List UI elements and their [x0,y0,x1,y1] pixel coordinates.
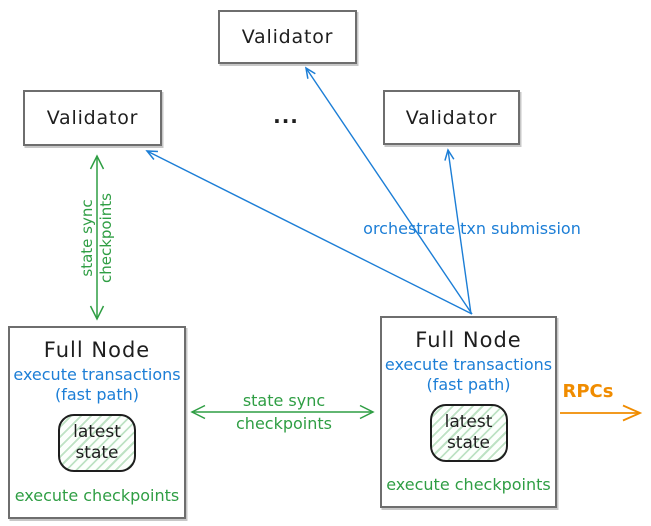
full-node-left-exec-line2: (fast path) [55,385,139,404]
validator-left-box: Validator [23,90,162,146]
full-node-left-exec-line1: execute transactions [13,365,181,384]
orchestrate-arrow-to-validator-right [444,148,472,315]
rpcs-label: RPCs [562,381,614,402]
orchestrate-txn-label: orchestrate txn submission [363,219,581,238]
state-sync-left-label-line2: checkpoints [97,193,115,283]
validator-right-box: Validator [383,90,520,145]
latest-state-line2: state [75,443,119,463]
full-node-right-exec-line1: execute transactions [384,355,553,374]
full-node-right-exec-line2: (fast path) [426,375,511,394]
orchestrate-arrow-to-validator-top [304,66,473,315]
full-node-left-title: Full Node [43,338,151,362]
full-node-right-exec: execute transactions (fast path) [385,355,552,395]
validator-top-box: Validator [218,10,357,64]
validator-right-label: Validator [405,106,498,129]
validators-ellipsis: ... [273,104,299,128]
full-node-left-footer: execute checkpoints [14,486,180,505]
state-sync-middle-label-line1: state sync [242,391,326,410]
validator-top-label: Validator [241,26,334,48]
latest-state-line1: latest [444,412,493,432]
state-sync-left-label-line1: state sync [78,199,96,277]
latest-state-line2: state [446,433,491,453]
state-sync-middle-label: state sync checkpoints [199,389,369,435]
orchestrate-arrow-to-validator-left [145,150,473,315]
state-sync-left-label: state sync checkpoints [78,163,116,313]
state-sync-middle-label-line2: checkpoints [236,414,332,433]
full-node-left-exec: execute transactions (fast path) [13,365,180,405]
full-node-right-latest-state-box: latest state [429,404,508,462]
full-node-right-title: Full Node [415,328,522,352]
validator-left-label: Validator [46,107,139,129]
full-node-right-box: Full Node execute transactions (fast pat… [380,316,557,508]
full-node-left-latest-state-box: latest state [58,414,136,472]
latest-state-line1: latest [73,422,121,442]
full-node-left-box: Full Node execute transactions (fast pat… [8,326,186,519]
full-node-right-footer: execute checkpoints [386,475,551,494]
